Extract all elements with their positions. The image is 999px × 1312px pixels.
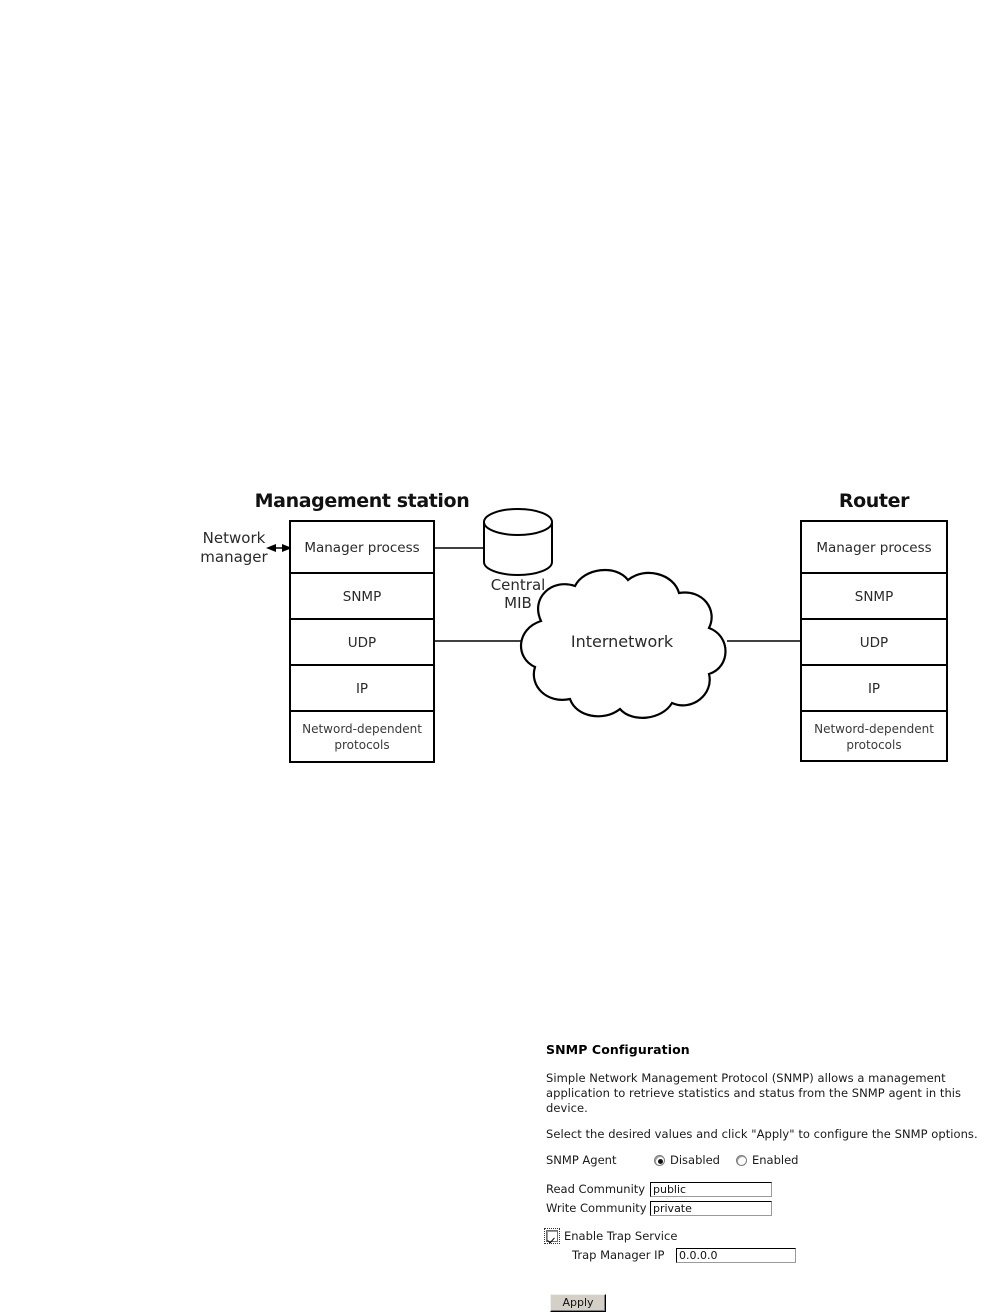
radio-enabled-label: Enabled <box>751 1153 799 1168</box>
snmp-agent-row: SNMP Agent Disabled Enabled <box>546 1153 994 1168</box>
write-community-input[interactable] <box>650 1200 772 1216</box>
trap-manager-ip-row: Trap Manager IP <box>572 1248 994 1263</box>
router-layer-ip: IP <box>868 681 880 697</box>
router-layer-manager-process: Manager process <box>816 540 931 556</box>
snmp-agent-radio-disabled[interactable]: Disabled <box>654 1153 720 1168</box>
router-layer-netdep-line1: Netword-dependent <box>814 722 934 736</box>
snmp-configuration-panel: SNMP Configuration Simple Network Manage… <box>544 1042 994 1312</box>
radio-disabled-label: Disabled <box>670 1153 720 1168</box>
network-manager-label-line1: Network <box>203 529 266 547</box>
router-stack: Manager process SNMP UDP IP Netword-depe… <box>800 520 948 762</box>
read-community-label: Read Community <box>546 1182 646 1197</box>
network-manager-label-line2: manager <box>200 548 268 566</box>
read-community-row: Read Community <box>546 1182 994 1198</box>
read-community-input[interactable] <box>650 1182 772 1198</box>
snmp-agent-radio-enabled[interactable]: Enabled <box>735 1153 799 1168</box>
router-layer-snmp: SNMP <box>855 589 893 605</box>
snmp-description-paragraph: Simple Network Management Protocol (SNMP… <box>546 1070 962 1115</box>
snmp-configuration-heading: SNMP Configuration <box>546 1042 690 1057</box>
ms-layer-netdep-line1: Netword-dependent <box>302 722 422 736</box>
ms-layer-netdep-line2: protocols <box>334 738 389 752</box>
radio-disabled-icon[interactable] <box>654 1155 665 1167</box>
management-station-stack: Manager process SNMP UDP IP Netword-depe… <box>289 520 435 763</box>
snmp-agent-radio-group: Disabled Enabled <box>654 1153 798 1168</box>
trap-manager-ip-input[interactable] <box>676 1247 796 1263</box>
enable-trap-service-checkbox[interactable] <box>544 1228 560 1245</box>
enable-trap-service-row[interactable]: Enable Trap Service <box>544 1228 994 1245</box>
ms-layer-udp: UDP <box>348 635 376 651</box>
internetwork-cloud: Internetwork <box>519 568 727 719</box>
write-community-label: Write Community <box>546 1200 647 1215</box>
central-mib-label-line2: MIB <box>504 594 532 612</box>
router-layer-netdep-line2: protocols <box>846 738 901 752</box>
central-mib-label-line1: Central <box>491 576 546 594</box>
ms-layer-manager-process: Manager process <box>304 540 419 556</box>
enable-trap-service-label: Enable Trap Service <box>564 1228 678 1243</box>
ms-layer-ip: IP <box>356 681 368 697</box>
network-architecture-diagram: Management station Router Network manage… <box>0 470 999 790</box>
ms-layer-snmp: SNMP <box>343 589 381 605</box>
apply-button[interactable]: Apply <box>550 1294 606 1312</box>
central-mib-cylinder: Central MIB <box>483 508 553 612</box>
internetwork-label: Internetwork <box>571 632 674 651</box>
trap-manager-ip-label: Trap Manager IP <box>572 1247 665 1262</box>
diagram-title-router: Router <box>839 490 910 512</box>
snmp-agent-label: SNMP Agent <box>546 1153 617 1168</box>
write-community-row: Write Community <box>546 1201 994 1216</box>
radio-enabled-icon[interactable] <box>735 1155 747 1167</box>
snmp-instruction-paragraph: Select the desired values and click "App… <box>546 1127 978 1142</box>
network-manager-arrow <box>266 544 292 552</box>
diagram-title-management-station: Management station <box>255 490 470 512</box>
router-layer-udp: UDP <box>860 635 888 651</box>
